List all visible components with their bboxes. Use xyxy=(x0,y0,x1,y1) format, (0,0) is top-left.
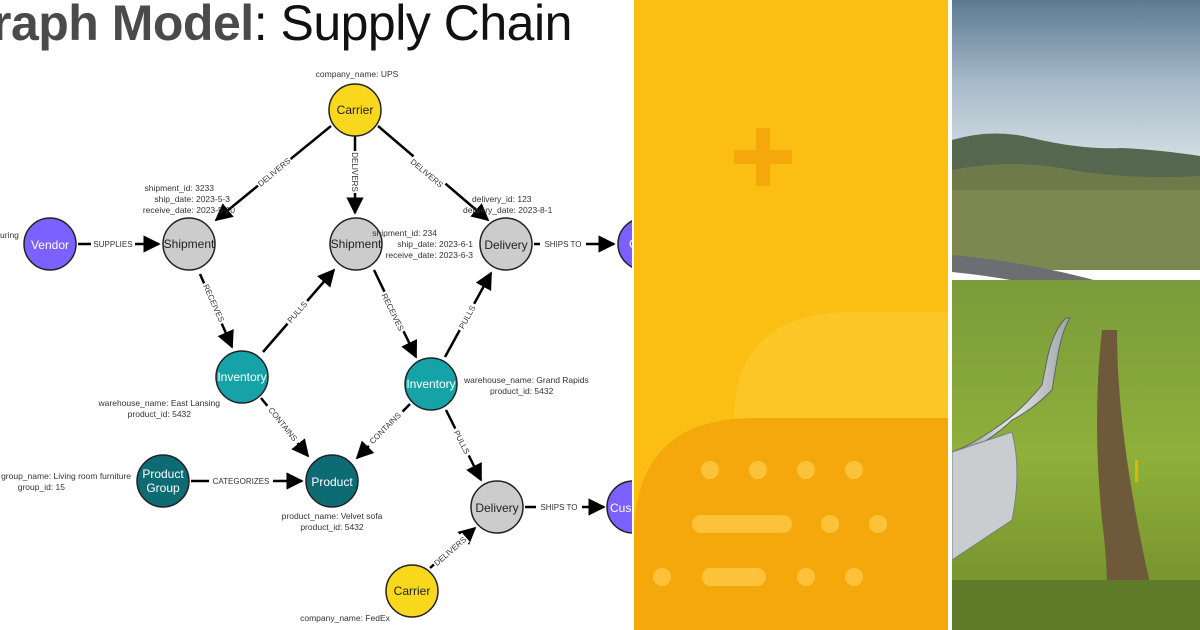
edge-label-supplies: SUPPLIES xyxy=(93,240,132,249)
prop-delivery-top-1: delivery_id: 123 xyxy=(472,194,532,204)
node-inventory-left xyxy=(215,350,269,404)
node-product xyxy=(305,454,359,508)
edge-label-delivers-3: DELIVERS xyxy=(409,157,445,189)
prop-inventory-right-1: warehouse_name: Grand Rapids xyxy=(463,375,589,385)
node-product-group xyxy=(136,454,190,508)
node-shipment-left xyxy=(162,217,216,271)
prop-shipment-mid-3: receive_date: 2023-6-3 xyxy=(386,250,474,260)
node-label-shipment-mid: Shipment xyxy=(331,237,382,251)
prop-shipment-mid-1: shipment_id: 234 xyxy=(372,228,437,238)
node-delivery-bottom xyxy=(470,480,524,534)
graph-title-bold: raph Model xyxy=(0,0,254,51)
prop-carrier-top: company_name: UPS xyxy=(316,69,399,79)
node-carrier-top xyxy=(328,83,382,137)
node-label-product-group-1: Product xyxy=(142,467,184,481)
graph-title: raph Model: Supply Chain xyxy=(0,0,572,52)
node-label-shipment-left: Shipment xyxy=(164,237,215,251)
prop-product-1: product_name: Velvet sofa xyxy=(282,511,383,521)
prop-product-group-2: group_id: 15 xyxy=(18,482,66,492)
prop-product-2: product_id: 5432 xyxy=(300,522,364,532)
edge-label-ships-to-1: SHIPS TO xyxy=(544,240,581,249)
plus-icon xyxy=(734,128,792,186)
node-label-carrier-bottom: Carrier xyxy=(394,584,431,598)
prop-inventory-right-2: product_id: 5432 xyxy=(490,386,554,396)
edge-label-contains-2: CONTAINS xyxy=(368,411,403,446)
node-label-inventory-left: Inventory xyxy=(217,370,266,384)
node-delivery-top xyxy=(479,217,533,271)
edge-label-delivers-1: DELIVERS xyxy=(256,156,292,188)
prop-shipment-left-1: shipment_id: 3233 xyxy=(145,183,215,193)
prop-delivery-top-2: delivery_date: 2023-8-1 xyxy=(463,205,553,215)
prop-shipment-left-3: receive_date: 2023-5-10 xyxy=(143,205,235,215)
prop-product-group-1: group_name: Living room furniture xyxy=(1,471,131,481)
node-label-carrier-top: Carrier xyxy=(337,103,374,117)
prop-inventory-left-2: product_id: 5432 xyxy=(128,409,192,419)
landscape-image xyxy=(952,0,1200,630)
decorative-shapes xyxy=(634,128,948,630)
node-inventory-right xyxy=(404,357,458,411)
graph-title-rest: : Supply Chain xyxy=(253,0,573,51)
node-customer-bottom xyxy=(606,480,632,534)
node-label-product: Product xyxy=(311,475,353,489)
dot-grid xyxy=(653,461,887,586)
graph-panel: raph Model: Supply Chain xyxy=(0,0,632,623)
pipeline-landscape-photo xyxy=(952,0,1200,630)
prop-shipment-mid-2: ship_date: 2023-6-1 xyxy=(397,239,473,249)
node-label-delivery-bottom: Delivery xyxy=(475,501,518,515)
panel-divider xyxy=(948,0,952,630)
prop-inventory-left-1: warehouse_name: East Lansing xyxy=(98,398,221,408)
edge-label-delivers-4: DELIVERS xyxy=(432,535,468,568)
graph-diagram: SUPPLIES DELIVERS DELIVERS DELIVERS SHIP… xyxy=(0,69,632,623)
node-label-product-group-2: Group xyxy=(146,481,180,495)
edge-label-categorizes: CATEGORIZES xyxy=(213,477,270,486)
node-label-vendor: Vendor xyxy=(31,238,69,252)
prop-carrier-bottom: company_name: FedEx xyxy=(300,613,391,623)
edge-label-contains-1: CONTAINS xyxy=(266,406,299,443)
prop-vendor: uring xyxy=(0,230,19,240)
node-shipment-mid xyxy=(329,217,383,271)
edge-label-delivers-2: DELIVERS xyxy=(350,152,359,192)
panel-divider xyxy=(632,0,634,630)
node-carrier-bottom xyxy=(385,564,439,618)
node-customer-top xyxy=(617,220,632,268)
node-label-customer-top: Cu xyxy=(629,237,632,251)
node-label-customer-bottom: Cus xyxy=(610,501,631,515)
prop-shipment-left-2: ship_date: 2023-5-3 xyxy=(154,194,230,204)
edge-label-ships-to-2: SHIPS TO xyxy=(540,503,577,512)
node-label-inventory-right: Inventory xyxy=(406,377,455,391)
decorative-yellow-panel xyxy=(634,0,948,630)
node-label-delivery-top: Delivery xyxy=(484,238,527,252)
node-vendor xyxy=(23,217,77,271)
